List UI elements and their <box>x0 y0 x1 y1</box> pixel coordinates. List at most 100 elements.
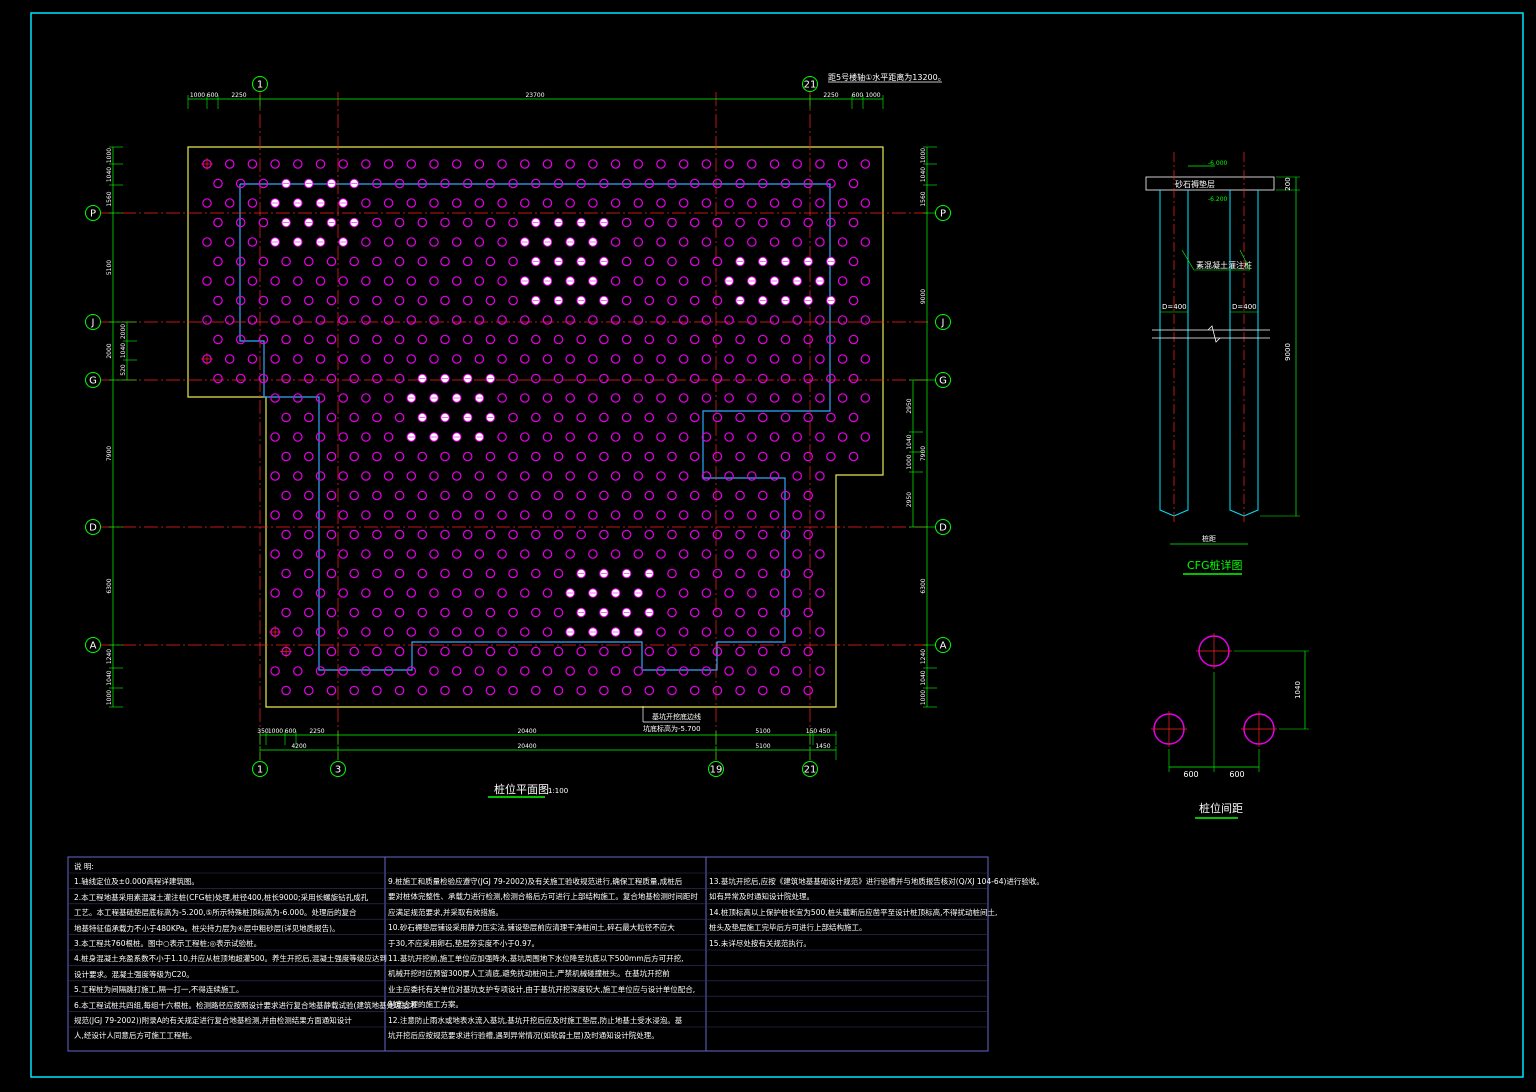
axis-bubble-right-A-circle <box>935 637 951 653</box>
engineering-pile <box>451 666 462 676</box>
engineering-pile <box>372 217 382 228</box>
pile-circle <box>656 198 666 208</box>
engineering-pile <box>746 159 757 169</box>
engineering-pile <box>724 159 734 169</box>
engineering-pile <box>235 373 246 384</box>
pile-circle <box>837 198 848 208</box>
engineering-pile <box>429 627 439 637</box>
engineering-pile <box>235 217 246 228</box>
pile-circle <box>235 373 246 384</box>
engineering-pile <box>848 295 859 306</box>
test-pile <box>406 432 416 442</box>
engineering-pile <box>292 627 303 637</box>
engineering-pile <box>258 373 269 384</box>
pile-circle <box>644 412 655 423</box>
pile-circle <box>837 159 848 169</box>
engineering-pile <box>281 451 291 462</box>
engineering-pile <box>372 568 382 579</box>
test-pile <box>576 568 586 579</box>
pile-circle <box>656 510 666 520</box>
pile-circle <box>372 568 382 579</box>
engineering-pile <box>383 276 394 286</box>
engineering-pile <box>599 529 609 540</box>
pile-circle <box>667 256 677 267</box>
test-pile <box>417 412 427 423</box>
pile-circle <box>644 490 655 501</box>
dim-text: 2250 <box>309 728 324 735</box>
note-line: 工艺。本工程基础垫层底标高为-5.200,⑤所示特殊桩顶标高为-6.000。处理… <box>74 908 357 918</box>
pile-circle <box>769 237 780 247</box>
pile-circle <box>474 315 485 325</box>
pile-circle <box>372 529 382 540</box>
pile-circle <box>746 471 757 481</box>
pile-circle <box>440 178 450 189</box>
engineering-pile <box>633 159 644 169</box>
engineering-pile <box>792 315 802 325</box>
pile-circle <box>769 666 780 676</box>
pile-circle <box>633 276 644 286</box>
pile-circle <box>678 198 689 208</box>
pile-grid <box>201 158 871 696</box>
pile-circle <box>576 178 586 189</box>
pile-circle <box>553 451 564 462</box>
engineering-pile <box>497 432 507 442</box>
pile-circle <box>372 256 382 267</box>
axis-bubble-left-A-label: A <box>90 641 97 652</box>
notes-column-3: 13.基坑开挖后,应按《建筑地基基础设计规范》进行验槽并与地质报告核对(Q/XJ… <box>709 874 1044 951</box>
cushion-height: 200 <box>1284 177 1292 190</box>
axis-bubble-right-D: D <box>935 519 951 535</box>
pile-circle <box>815 198 825 208</box>
pile-circle <box>701 159 712 169</box>
engineering-pile <box>667 178 677 189</box>
pile-circle <box>792 588 802 598</box>
test-pile <box>724 276 734 286</box>
engineering-pile <box>746 510 757 520</box>
engineering-pile <box>542 354 553 364</box>
engineering-pile <box>508 334 518 345</box>
engineering-pile <box>269 626 282 638</box>
test-pile <box>406 393 416 403</box>
pile-circle <box>656 237 666 247</box>
pile-circle <box>701 354 712 364</box>
pile-circle <box>349 490 359 501</box>
engineering-pile <box>667 412 677 423</box>
pile-circle <box>361 237 371 247</box>
engineering-pile <box>644 295 655 306</box>
pile-circle <box>792 627 802 637</box>
axis-bubble-bottom-19-label: 19 <box>710 765 723 776</box>
pile-circle <box>417 685 428 696</box>
pile-circle <box>701 588 712 598</box>
pile-circle <box>553 373 564 384</box>
pile-circle <box>406 159 417 169</box>
engineering-pile <box>394 412 405 423</box>
engineering-pile <box>519 471 530 481</box>
note-line: 4.桩身混凝土充盈系数不小于1.10,并应从桩顶地超灌500。养生开挖后,混凝土… <box>74 954 387 964</box>
pile-circle <box>542 393 553 403</box>
pile-circle <box>383 198 394 208</box>
pile-circle <box>202 237 212 247</box>
pile-circle <box>349 295 359 306</box>
pile-circle <box>530 646 541 657</box>
engineering-pile <box>497 471 507 481</box>
pile-circle <box>769 471 780 481</box>
engineering-pile <box>769 588 780 598</box>
note-line: 设计要求。混凝土强度等级为C20。 <box>74 969 194 979</box>
pile-circle <box>656 159 666 169</box>
engineering-pile <box>372 607 382 618</box>
pile-circle <box>383 393 394 403</box>
engineering-pile <box>406 471 417 481</box>
engineering-pile <box>349 529 359 540</box>
pile-circle <box>678 666 689 676</box>
pile-circle <box>667 490 677 501</box>
pile-circle <box>497 471 507 481</box>
pile-circle <box>429 237 439 247</box>
engineering-pile <box>588 471 598 481</box>
pile-circle <box>451 510 462 520</box>
pile-circle <box>837 276 848 286</box>
pile-circle <box>372 490 382 501</box>
engineering-pile <box>326 412 337 423</box>
pile-circle <box>757 178 768 189</box>
engineering-pile <box>542 393 553 403</box>
engineering-pile <box>848 451 859 462</box>
